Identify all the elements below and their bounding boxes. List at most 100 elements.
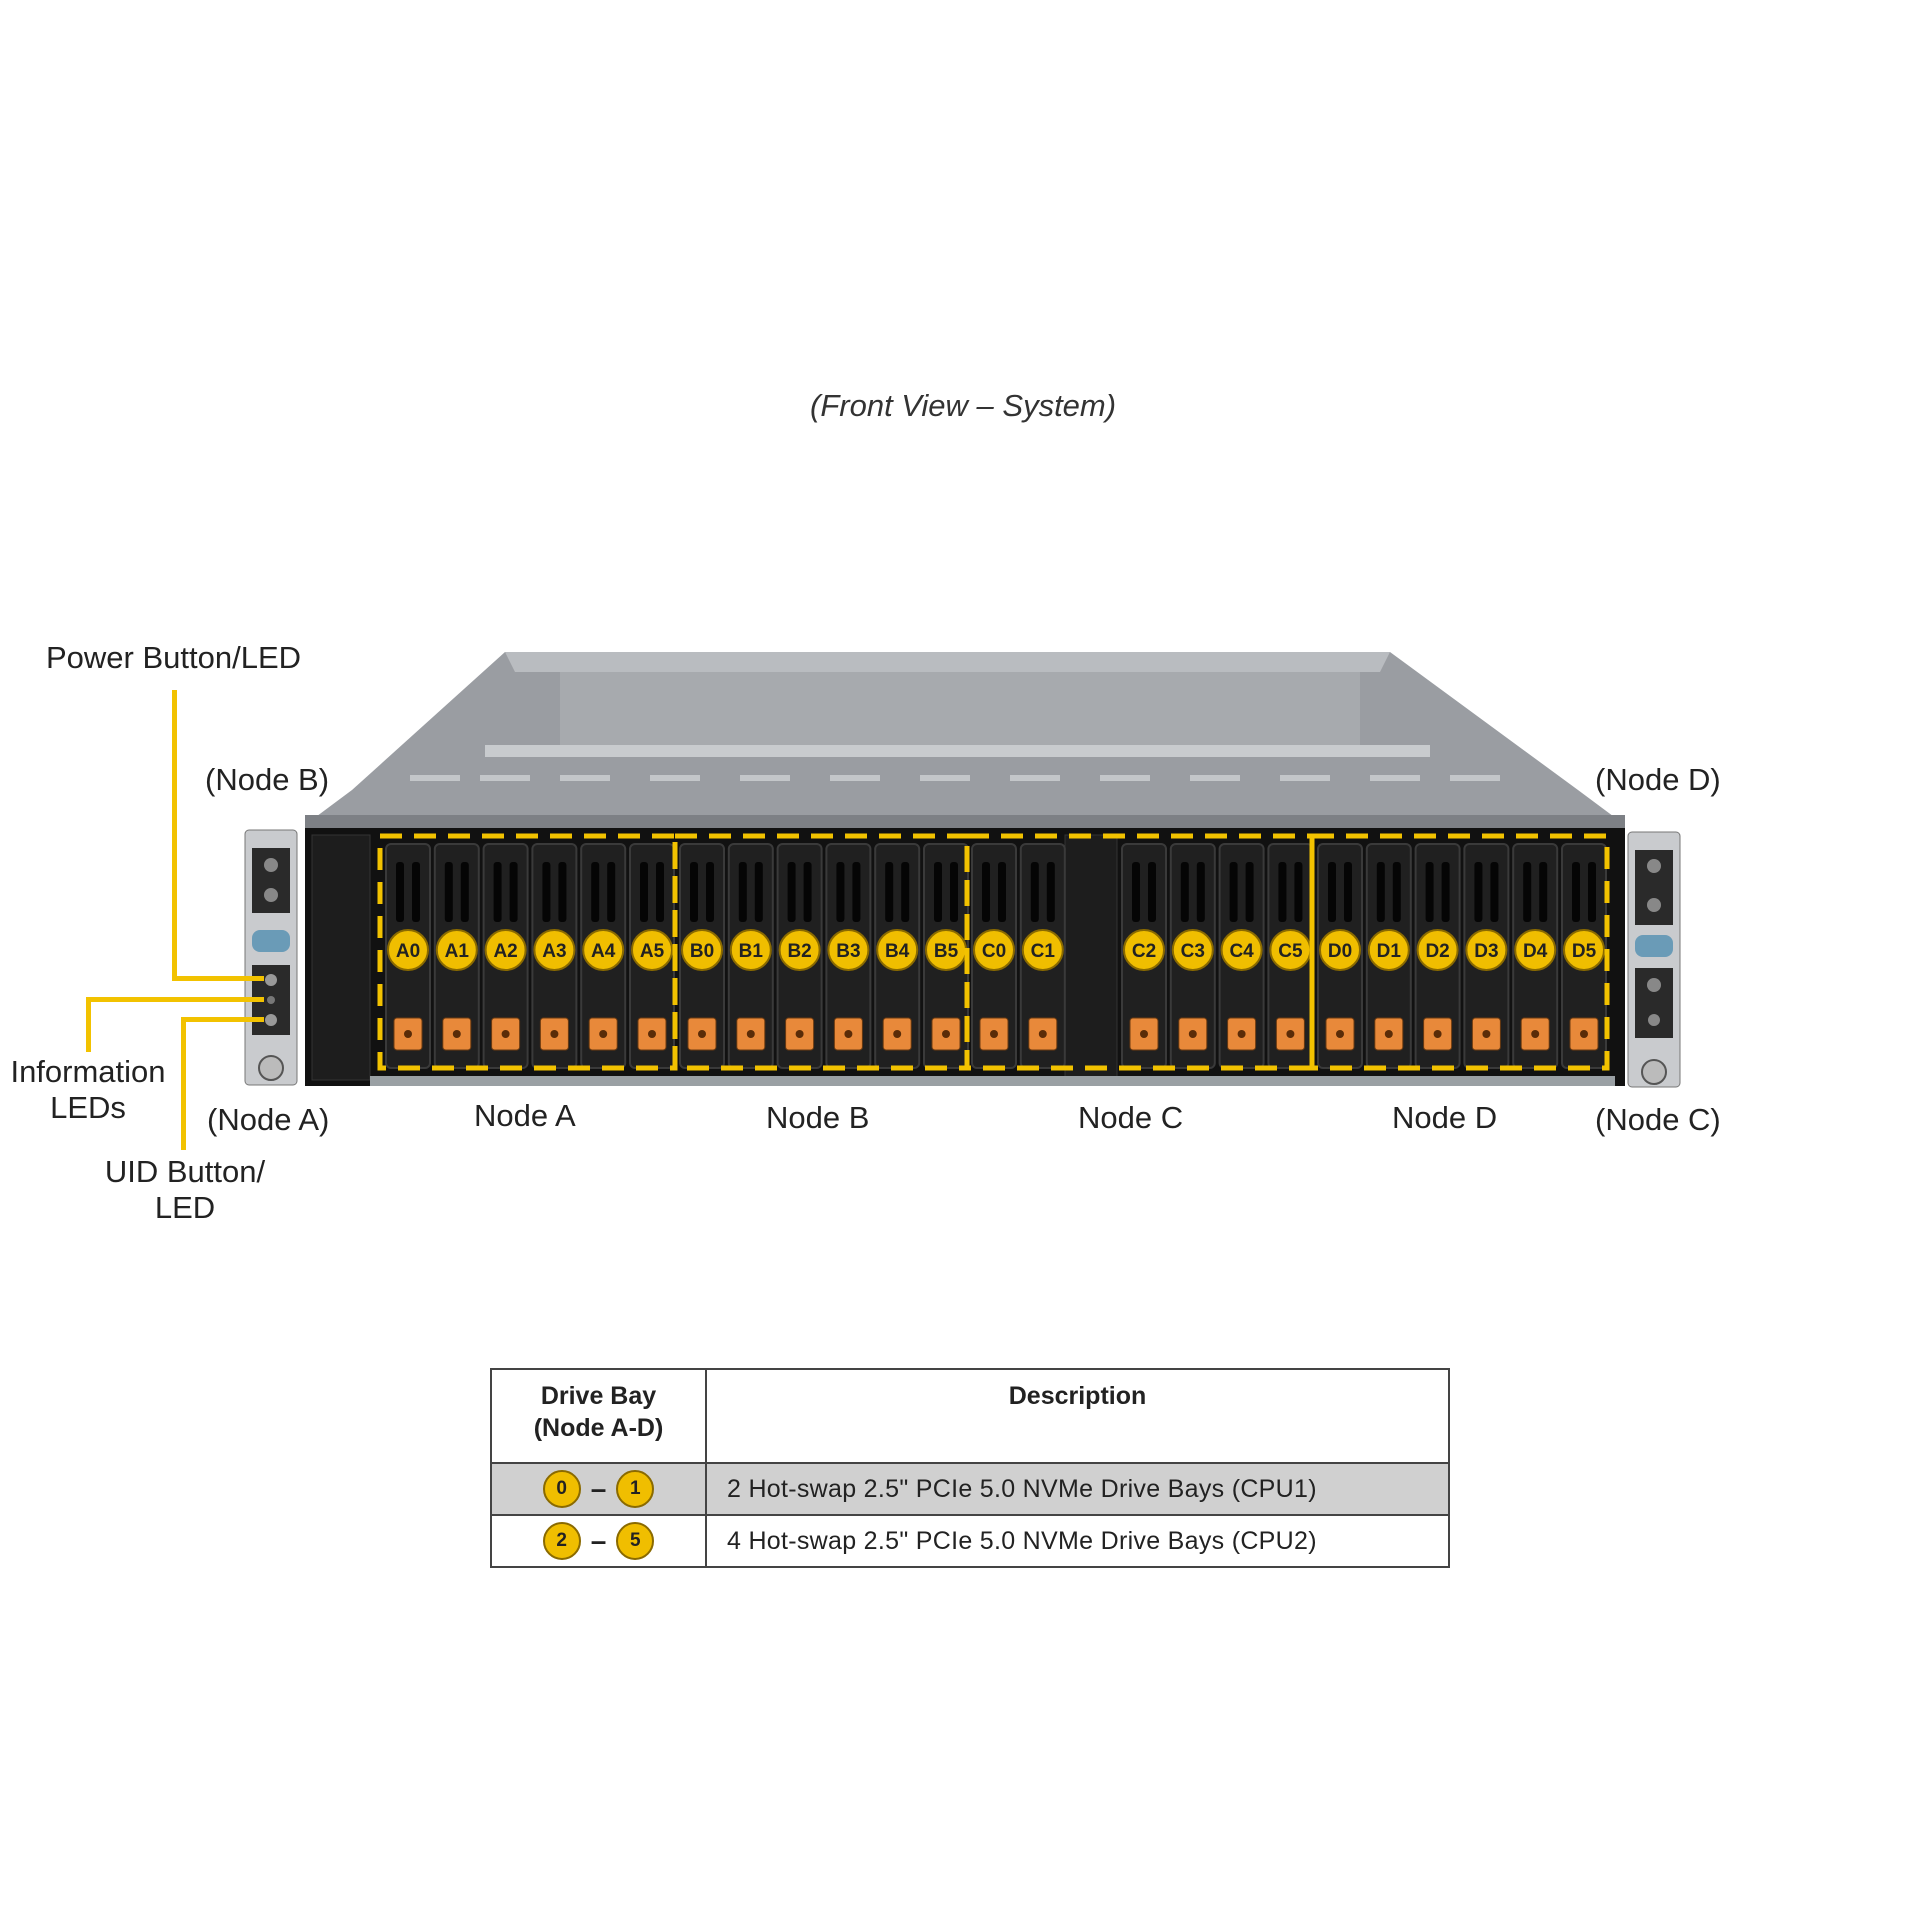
drive-bay[interactable]: D2 (1414, 843, 1461, 1069)
latch-led-icon (1140, 1030, 1148, 1038)
drive-bay[interactable]: C5 (1267, 843, 1314, 1069)
bay-badge-icon (1021, 929, 1064, 971)
drive-bay[interactable]: A0 (385, 843, 431, 1069)
legend-header-drive-bay-line2: (Node A-D) (533, 1414, 664, 1442)
legend-description-cell: 4 Hot-swap 2.5" PCIe 5.0 NVMe Drive Bays… (705, 1514, 1450, 1568)
drive-carrier-vent (1425, 862, 1434, 922)
bay-badge-label: B1 (739, 941, 764, 962)
legend-row: 2 – 5 4 Hot-swap 2.5" PCIe 5.0 NVMe Driv… (490, 1514, 1450, 1568)
info-led-icon (267, 996, 275, 1004)
bay-badge-label: A4 (591, 941, 616, 962)
legend-header-drive-bay: Drive Bay (Node A-D) (490, 1368, 707, 1464)
legend-bay-range-cell: 0 – 1 (490, 1462, 707, 1516)
node-label-b: Node B (766, 1100, 870, 1135)
drive-carrier-vent (1278, 862, 1287, 922)
side-label-node-a: (Node A) (207, 1102, 330, 1137)
drive-carrier-vent (706, 862, 714, 922)
drive-carrier-vent (885, 862, 894, 922)
drive-bay[interactable]: D4 (1512, 843, 1559, 1069)
drive-bay[interactable]: D3 (1463, 843, 1510, 1069)
legend-bay-range-cell: 2 – 5 (490, 1514, 707, 1568)
drive-carrier-vent (444, 862, 453, 922)
drive-bay[interactable]: B0 (679, 843, 725, 1069)
right-ear-button-1-icon (1647, 859, 1661, 873)
bay-badge-label: B4 (885, 941, 910, 962)
drive-carrier-vent (640, 862, 648, 922)
drive-bay[interactable]: C3 (1169, 843, 1216, 1069)
latch-led-icon (648, 1030, 656, 1038)
drive-carrier-vent (998, 862, 1006, 922)
drive-bay[interactable]: A1 (433, 843, 480, 1069)
drive-bay[interactable]: B4 (874, 843, 921, 1069)
bay-badge-icon (533, 929, 576, 971)
drive-carrier-vent (1328, 862, 1336, 922)
side-label-node-c: (Node C) (1595, 1102, 1721, 1137)
left-ear-button-1-icon (264, 858, 278, 872)
drive-bay[interactable]: B1 (727, 843, 774, 1069)
node-label-a: Node A (474, 1098, 576, 1133)
latch-led-icon (1237, 1030, 1246, 1038)
drive-bay[interactable]: C4 (1218, 843, 1265, 1069)
bay-badge-label: B5 (934, 941, 959, 962)
drive-carrier-vent (1523, 862, 1532, 922)
drive-bay[interactable]: A3 (531, 843, 578, 1069)
bay-badge-icon (1563, 929, 1605, 971)
bay-badge-icon (1123, 929, 1165, 971)
drive-carrier-vent (934, 862, 942, 922)
drive-bay[interactable]: D1 (1365, 843, 1412, 1069)
bay-badge-label: C3 (1181, 941, 1205, 962)
drive-carrier-vent (1229, 862, 1238, 922)
drive-carrier-vent (1490, 862, 1499, 922)
drive-carrier-vent (690, 862, 698, 922)
latch-led-icon (1038, 1030, 1047, 1038)
drive-bay[interactable]: C0 (971, 843, 1017, 1069)
bay-badge-icon: 1 (616, 1470, 655, 1508)
drive-carrier-vent (1572, 862, 1580, 922)
drive-bay[interactable]: A4 (580, 843, 627, 1069)
drive-bay[interactable]: A5 (629, 843, 675, 1069)
drive-bay[interactable]: B5 (923, 843, 969, 1069)
latch-led-icon (1580, 1030, 1588, 1038)
bay-badge-icon (729, 929, 772, 971)
info-callout-vertical (86, 997, 91, 1052)
bay-badge-icon (1465, 929, 1508, 971)
information-leds-label: Information LEDs (8, 1054, 168, 1126)
drive-carrier-vent (1030, 862, 1039, 922)
drive-carrier-vent (950, 862, 958, 922)
drive-bay[interactable]: C1 (1019, 843, 1066, 1069)
latch-led-icon (550, 1030, 559, 1038)
chassis-top-panel (505, 652, 1390, 672)
bay-badge-label: C2 (1132, 941, 1156, 962)
bay-badge-label: A5 (640, 941, 665, 962)
drive-carrier-vent (836, 862, 845, 922)
bay-badge-label: A1 (445, 941, 470, 962)
range-dash: – (590, 1473, 607, 1504)
chassis-top-inset (560, 672, 1360, 750)
drive-carrier-vent (852, 862, 861, 922)
drive-bay[interactable]: C2 (1121, 843, 1167, 1069)
bay-badge-label: B2 (787, 941, 811, 962)
chassis-front-lip (305, 815, 1625, 829)
drive-bay[interactable]: D0 (1317, 843, 1363, 1069)
bay-badge-label: C4 (1229, 941, 1254, 962)
drive-bay[interactable]: B2 (776, 843, 823, 1069)
drive-carrier-vent (1245, 862, 1254, 922)
drive-bay[interactable]: A2 (482, 843, 529, 1069)
drive-bay[interactable]: B3 (825, 843, 872, 1069)
drive-carrier-vent (656, 862, 664, 922)
bay-badge-icon (1416, 929, 1459, 971)
bay-badge-label: C1 (1031, 941, 1056, 962)
legend-header-drive-bay-line1: Drive Bay (540, 1382, 657, 1410)
latch-led-icon (1384, 1030, 1393, 1038)
bay-badge-icon (876, 929, 919, 971)
bay-badge-icon (631, 929, 673, 971)
bay-badge-label: D2 (1425, 941, 1449, 962)
bay-badge-icon (1220, 929, 1263, 971)
power-callout-vertical (172, 690, 177, 980)
legend-header-row: Drive Bay (Node A-D) Description (490, 1368, 1450, 1464)
drive-bay[interactable]: D5 (1561, 843, 1607, 1069)
latch-led-icon (1531, 1030, 1540, 1038)
bay-badge-label: D5 (1572, 941, 1597, 962)
drive-bay-legend-table: Drive Bay (Node A-D) Description 0 – 1 2… (490, 1368, 1450, 1568)
